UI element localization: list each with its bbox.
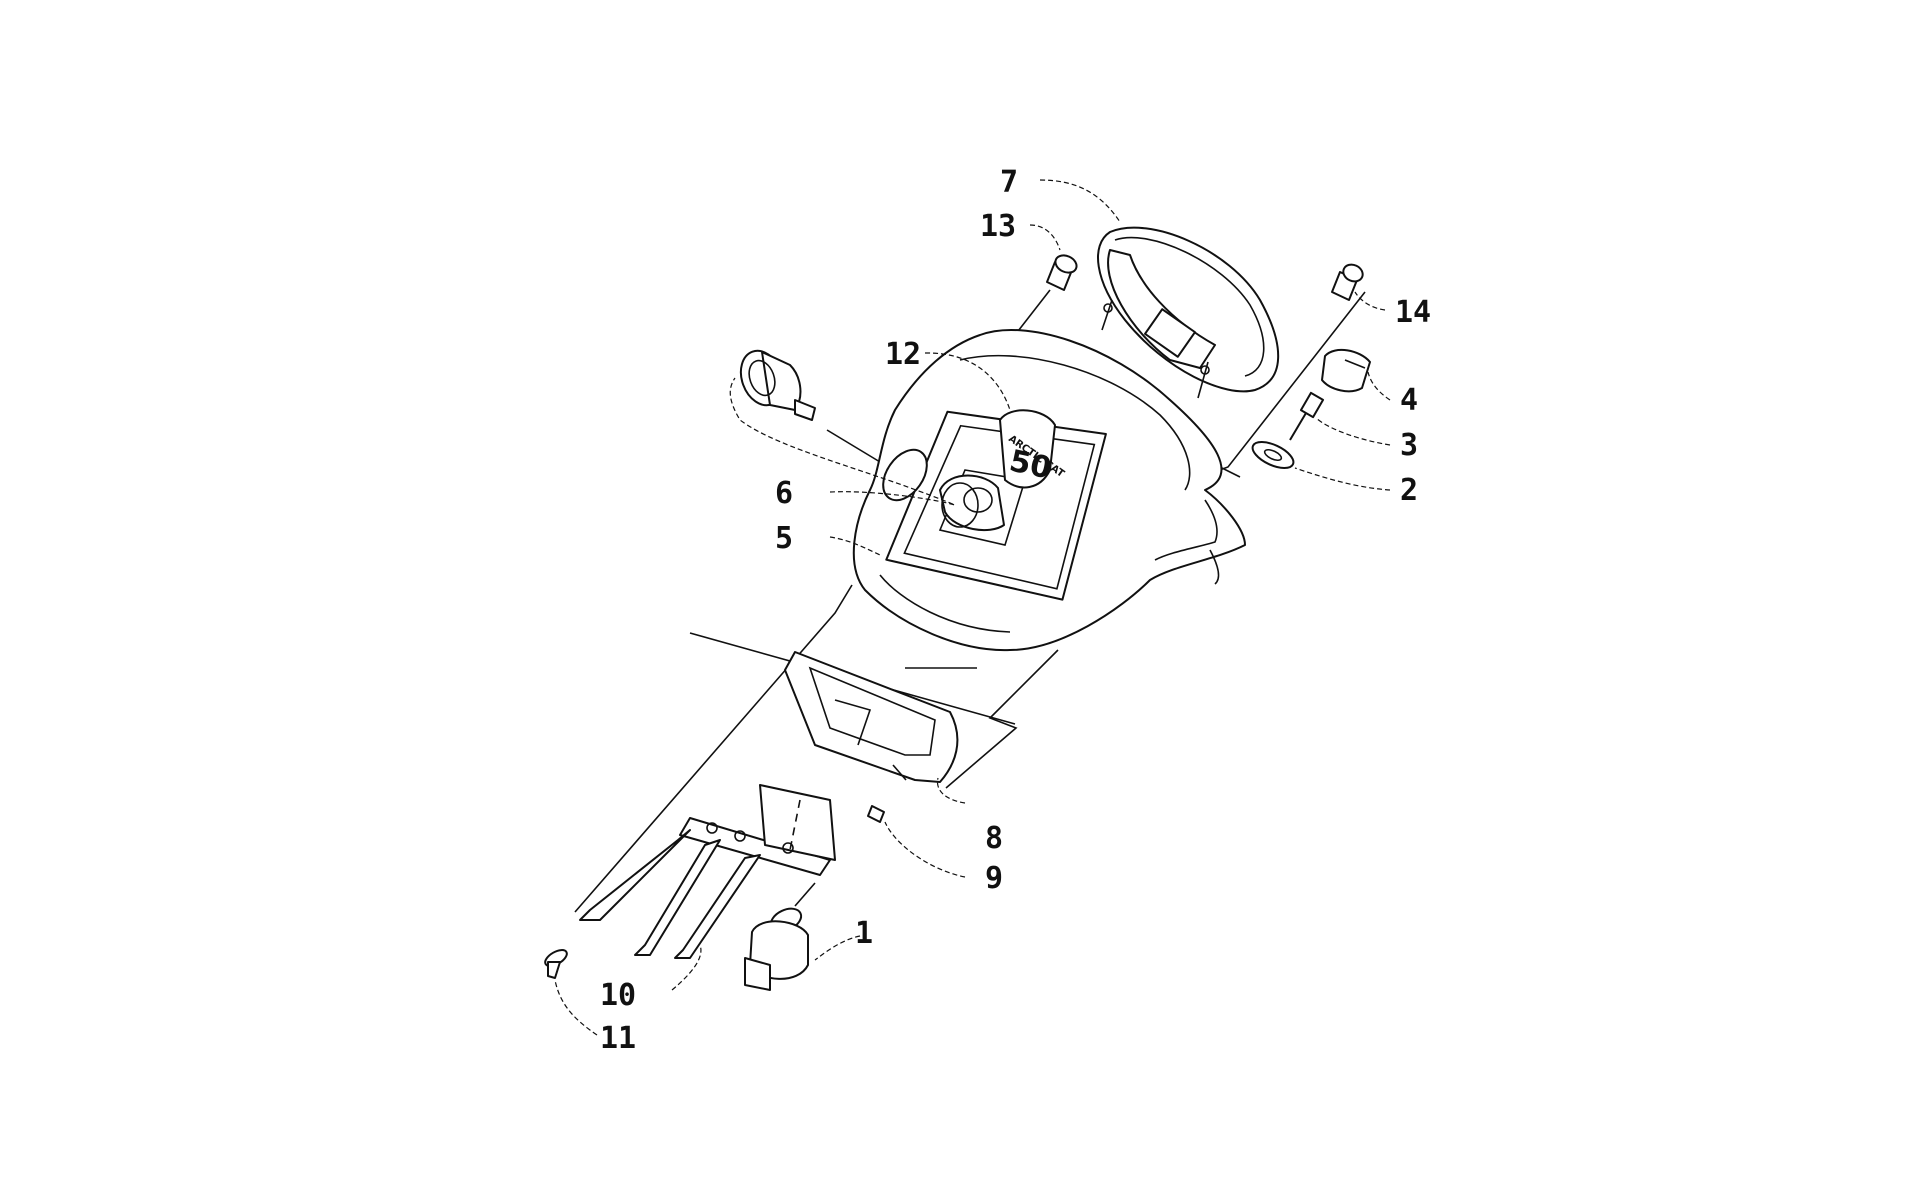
callout-11: 11 bbox=[600, 1021, 636, 1056]
callout-12: 12 bbox=[885, 337, 921, 372]
callout-13: 13 bbox=[980, 209, 1016, 244]
ignition-switch bbox=[744, 907, 809, 991]
callout-14: 14 bbox=[1395, 295, 1431, 330]
key-cap bbox=[1321, 348, 1371, 393]
callout-3: 3 bbox=[1400, 428, 1418, 463]
callout-8: 8 bbox=[985, 821, 1003, 856]
switch-nut bbox=[1251, 441, 1295, 469]
retaining-clip bbox=[867, 805, 885, 823]
power-outlet bbox=[739, 349, 816, 421]
callout-1: 1 bbox=[855, 916, 873, 951]
bezel bbox=[784, 651, 959, 783]
callout-6: 6 bbox=[775, 476, 793, 511]
callout-4: 4 bbox=[1400, 383, 1418, 418]
callout-9: 9 bbox=[985, 861, 1003, 896]
callout-7: 7 bbox=[1000, 165, 1018, 200]
speedometer-gauge bbox=[1097, 226, 1280, 399]
callout-5: 5 bbox=[775, 521, 793, 556]
callout-labels: 1 2 3 4 5 6 7 8 9 10 11 12 13 14 bbox=[600, 165, 1431, 1056]
decal-number-text: 50 bbox=[1006, 444, 1054, 487]
indicator-lamp-13 bbox=[1046, 254, 1078, 291]
callout-2: 2 bbox=[1400, 473, 1418, 508]
accessory-boot bbox=[882, 448, 1005, 532]
mounting-bracket bbox=[579, 784, 836, 959]
callout-10: 10 bbox=[600, 978, 636, 1013]
leader-lines bbox=[554, 179, 1391, 1036]
push-rivet bbox=[544, 949, 568, 979]
ignition-key bbox=[1289, 391, 1325, 441]
indicator-lamp-14 bbox=[1331, 263, 1364, 301]
